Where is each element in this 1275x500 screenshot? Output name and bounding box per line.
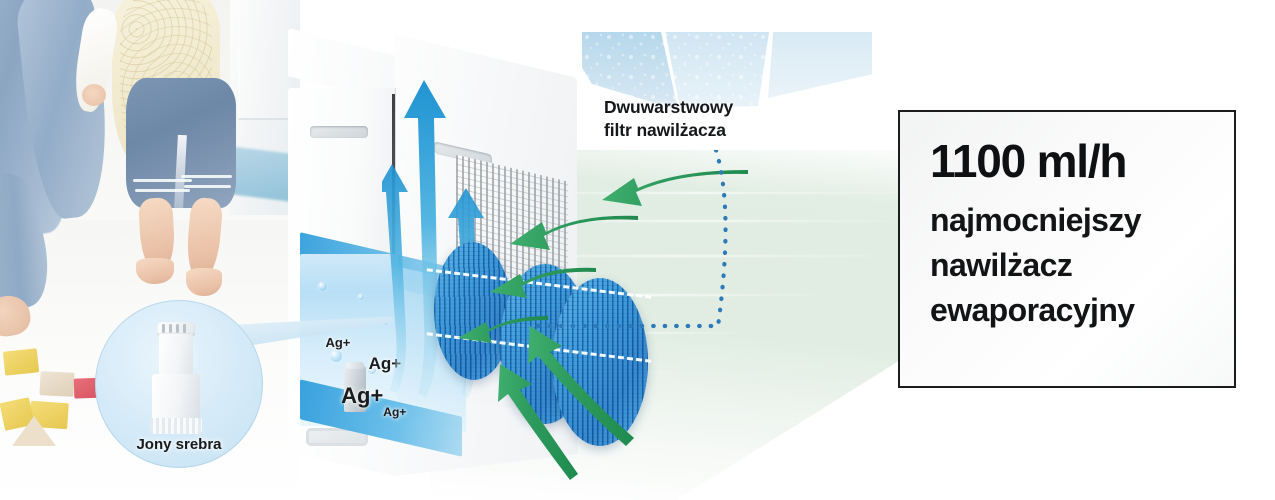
toddler-jeans bbox=[126, 78, 236, 208]
humidifier-filter-label: Dwuwarstwowy filtr nawilżacza bbox=[604, 97, 734, 141]
capacity-spec-box: 1100 ml/h najmocniejszy nawilżacz ewapor… bbox=[898, 110, 1236, 388]
green-arrow-1 bbox=[602, 170, 748, 206]
toddler-hand bbox=[82, 84, 106, 106]
room-shelf bbox=[238, 0, 292, 120]
silver-ion-marker: Ag+ bbox=[383, 405, 407, 420]
humidifier-filter-discs bbox=[426, 238, 690, 468]
toy-block-triangle bbox=[12, 416, 56, 446]
silver-ions-label: Jony srebra bbox=[136, 436, 222, 453]
toddler-foot-left bbox=[136, 258, 174, 284]
toy-block-yellow bbox=[2, 348, 40, 376]
capacity-headline: 1100 ml/h bbox=[930, 135, 1128, 187]
capacity-description: najmocniejszy nawilżacz ewaporacyjny bbox=[930, 202, 1142, 328]
toddler-foot-right bbox=[186, 268, 222, 296]
filter-disc-3 bbox=[552, 278, 648, 446]
silver-ion-marker: Ag+ bbox=[341, 383, 384, 408]
silver-ion-marker: Ag+ bbox=[368, 353, 402, 373]
device-handle-front bbox=[310, 126, 368, 138]
silver-ion-cartridge bbox=[148, 322, 204, 434]
base-handle bbox=[306, 428, 368, 446]
toy-blocks bbox=[0, 332, 150, 462]
cartridge-neck bbox=[159, 334, 193, 378]
cartridge-base bbox=[150, 418, 202, 434]
cartridge-body bbox=[152, 374, 200, 422]
silver-ion-marker: Ag+ bbox=[325, 334, 351, 350]
blue-arrow-left bbox=[376, 164, 408, 394]
toy-block-wood-1 bbox=[39, 371, 75, 397]
silver-ion-cartridge-installed bbox=[344, 362, 366, 412]
